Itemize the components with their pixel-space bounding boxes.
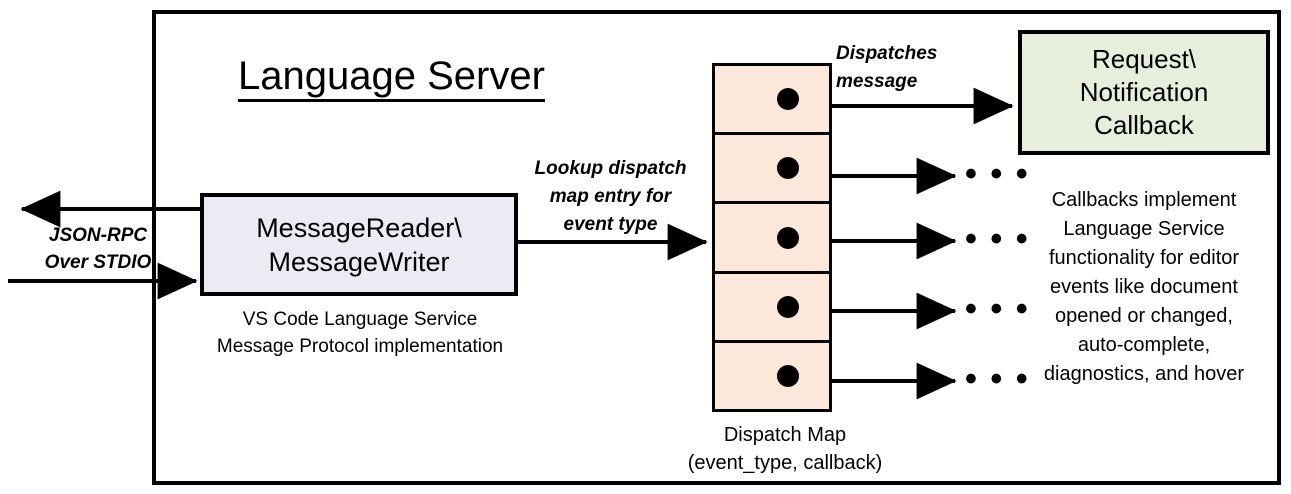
- callback-description-line4: events like document: [1050, 276, 1238, 298]
- callback-description-line3: functionality for editor: [1048, 247, 1240, 269]
- dispatch-map-row[interactable]: [715, 204, 829, 274]
- dispatch-map-table[interactable]: [712, 63, 832, 412]
- jsonrpc-label: JSON-RPC Over STDIO: [28, 222, 168, 276]
- callback-description-line5: opened or changed,: [1055, 305, 1233, 327]
- dispatches-message-label-line2: message: [836, 71, 918, 92]
- language-server-container: [152, 10, 1281, 485]
- page-title: Language Server: [238, 52, 568, 102]
- dispatch-map-caption-line2: (event_type, callback): [687, 452, 883, 474]
- lookup-dispatch-label-line2: map entry for: [549, 186, 672, 207]
- callback-dot-icon: [777, 226, 799, 249]
- callback-description-line6: auto-complete,: [1077, 334, 1211, 356]
- dispatch-map-caption: Dispatch Map (event_type, callback): [640, 421, 930, 477]
- message-reader-writer-node[interactable]: MessageReader\ MessageWriter: [200, 193, 518, 296]
- request-notification-callback-node[interactable]: Request\ Notification Callback: [1018, 30, 1270, 155]
- message-writer-label: MessageWriter: [268, 246, 450, 277]
- callback-dot-icon: [777, 88, 799, 111]
- lookup-dispatch-label-line3: event type: [563, 214, 658, 235]
- callback-description-line1: Callbacks implement: [1051, 189, 1237, 211]
- jsonrpc-label-line1: JSON-RPC: [48, 225, 148, 246]
- dispatch-map-row[interactable]: [715, 343, 829, 409]
- lookup-dispatch-label: Lookup dispatch map entry for event type: [518, 155, 703, 239]
- dispatch-map-row[interactable]: [715, 274, 829, 343]
- dispatch-map-row[interactable]: [715, 66, 829, 136]
- dispatches-message-label-line1: Dispatches: [836, 43, 938, 64]
- callback-description: Callbacks implement Language Service fun…: [1008, 186, 1280, 389]
- lookup-dispatch-label-line1: Lookup dispatch: [534, 158, 687, 179]
- dispatch-map-caption-line1: Dispatch Map: [723, 424, 847, 446]
- jsonrpc-label-line2: Over STDIO: [44, 252, 152, 273]
- page-title-text: Language Server: [238, 54, 545, 102]
- message-reader-writer-caption-line2: Message Protocol implementation: [216, 336, 504, 357]
- dispatch-map-row[interactable]: [715, 135, 829, 205]
- ellipsis-row-2: • • •: [965, 155, 1030, 193]
- callback-node-line3: Callback: [1094, 110, 1194, 140]
- callback-node-line2: Notification: [1079, 77, 1209, 107]
- message-reader-writer-caption: VS Code Language Service Message Protoco…: [190, 306, 530, 360]
- callback-dot-icon: [777, 364, 799, 387]
- callback-node-line1: Request\: [1091, 44, 1197, 74]
- callback-dot-icon: [777, 157, 799, 180]
- callback-description-line2: Language Service: [1063, 218, 1225, 240]
- message-reader-writer-caption-line1: VS Code Language Service: [242, 309, 478, 330]
- dispatches-message-label: Dispatches message: [836, 40, 1012, 96]
- callback-dot-icon: [777, 295, 799, 318]
- callback-description-line7: diagnostics, and hover: [1043, 363, 1245, 385]
- message-reader-label: MessageReader\: [256, 212, 462, 243]
